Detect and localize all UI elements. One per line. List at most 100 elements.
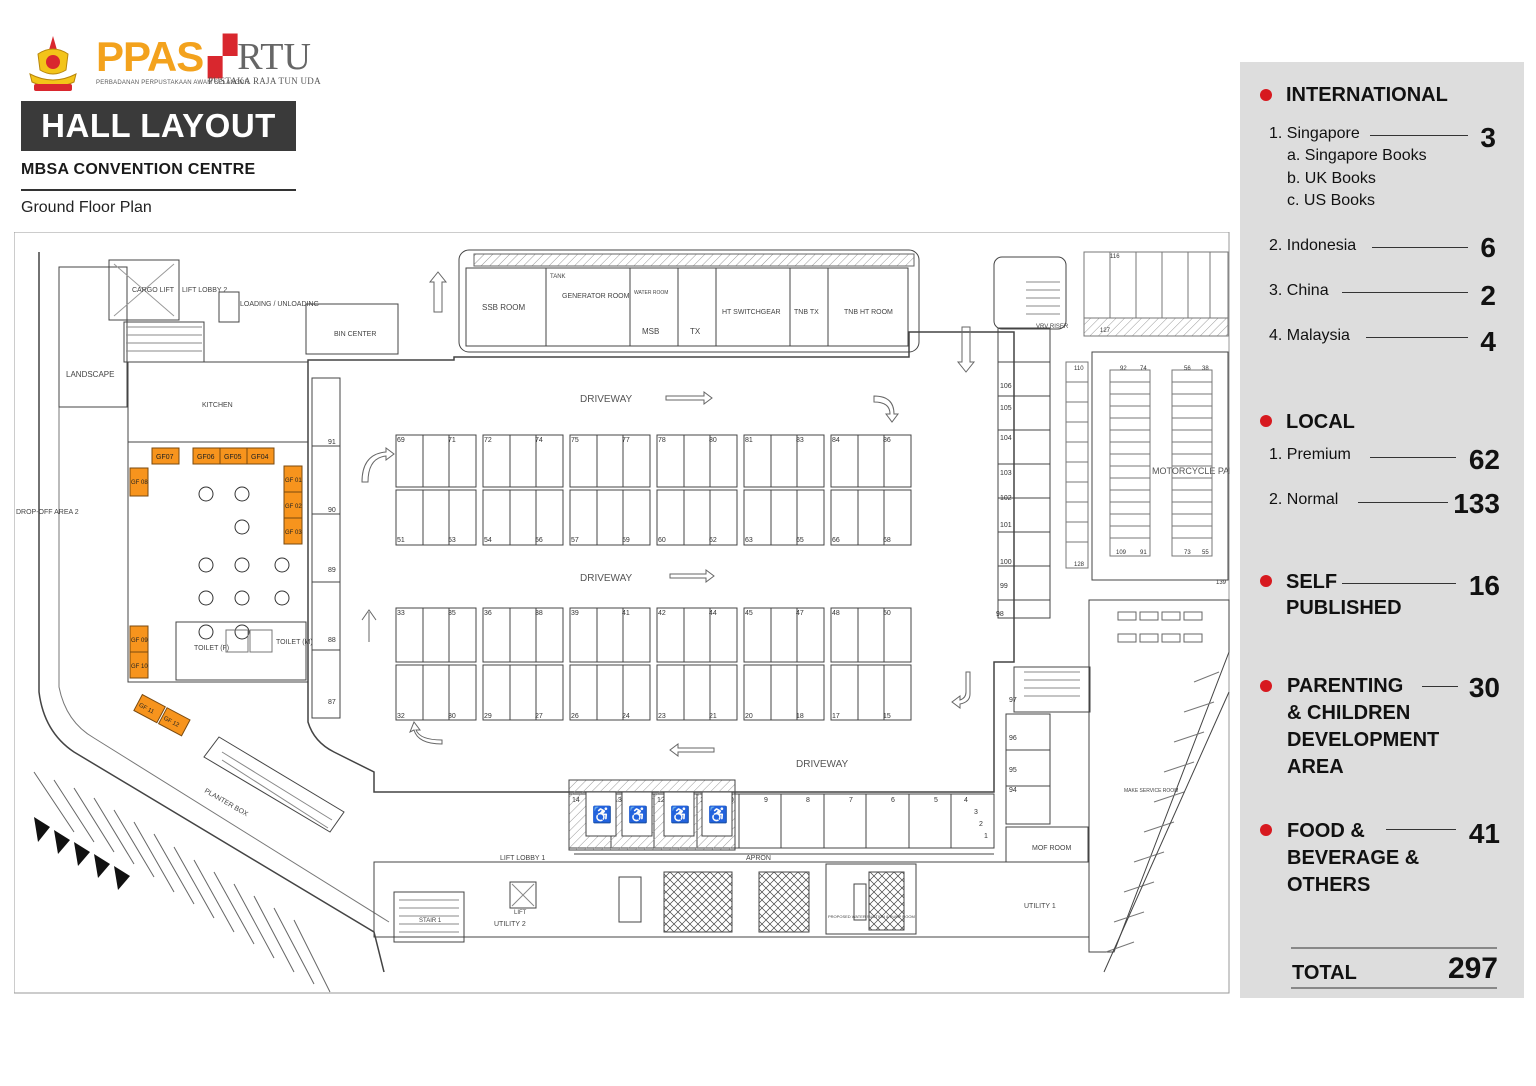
left-road-stripes xyxy=(33,771,331,993)
kitchen-label: KITCHEN xyxy=(202,402,233,409)
booth-number: 4 xyxy=(964,797,968,804)
dropoff-label: DROP-OFF AREA 2 xyxy=(16,509,79,516)
booth-number: 17 xyxy=(832,713,840,720)
left-perimeter xyxy=(38,252,385,973)
food-count: 41 xyxy=(1468,818,1500,849)
leader-line xyxy=(1370,457,1456,458)
booth-gf06: GF06 xyxy=(197,454,215,461)
moto-numbers: 110 92 74 56 38 109 91 73 55 116 127 128… xyxy=(1074,254,1227,586)
intl-count-indonesia: 6 xyxy=(1480,232,1496,263)
booth-number: 100 xyxy=(1000,559,1012,566)
intl-item-singapore: 1. Singapore xyxy=(1269,125,1360,142)
booth-number: 78 xyxy=(658,437,666,444)
intl-count-malaysia: 4 xyxy=(1480,326,1496,357)
accessible-parking: ♿ ♿ ♿ ♿ xyxy=(568,779,736,851)
booth-number: 87 xyxy=(328,699,336,706)
booth-number: 48 xyxy=(832,610,840,617)
booth-number: 7 xyxy=(849,797,853,804)
tank-label: TANK xyxy=(550,274,566,280)
booth-number: 105 xyxy=(1000,405,1012,412)
booth-number: 8 xyxy=(806,797,810,804)
msb-label: MSB xyxy=(642,327,659,336)
mof-label: MOF ROOM xyxy=(1032,845,1071,852)
booth-number: 101 xyxy=(1000,522,1012,529)
intl-sub-uk-books: b. UK Books xyxy=(1287,170,1376,187)
booth-number: 29 xyxy=(484,713,492,720)
main-hall-outline xyxy=(307,331,1015,793)
booth-number: 50 xyxy=(883,610,891,617)
triangle-markers xyxy=(34,817,130,890)
booth-number: 41 xyxy=(622,610,630,617)
service-room-label: MAKE SERVICE ROOM xyxy=(1124,788,1178,794)
booth-number: 74 xyxy=(1140,366,1147,372)
planter-label: PLANTER BOX xyxy=(203,788,249,819)
booth-number: 1 xyxy=(984,833,988,840)
total-label: TOTAL xyxy=(1292,962,1357,984)
booth-number: 94 xyxy=(1009,787,1017,794)
booth-number: 128 xyxy=(1074,562,1085,568)
section-parenting-line3: DEVELOPMENT xyxy=(1287,729,1440,751)
booth-gf08: GF 08 xyxy=(131,480,148,486)
booth-gf05: GF05 xyxy=(224,454,242,461)
booth-number: 53 xyxy=(448,537,456,544)
booth-number: 26 xyxy=(571,713,579,720)
tnb-ht-label: TNB HT ROOM xyxy=(844,309,893,316)
bin-center-label: BIN CENTER xyxy=(334,331,376,338)
intl-count-china: 2 xyxy=(1480,280,1496,311)
local-count-premium: 62 xyxy=(1468,444,1500,475)
bullet-icon xyxy=(1260,824,1272,836)
driveway-label-1: DRIVEWAY xyxy=(580,394,633,405)
wheelchair-icon: ♿ xyxy=(670,805,690,824)
page-title: HALL LAYOUT xyxy=(21,101,296,151)
section-parenting-line1: PARENTING xyxy=(1287,675,1404,697)
parenting-count: 30 xyxy=(1468,672,1500,703)
booth-number: 89 xyxy=(328,567,336,574)
rtu-subtitle: PUSTAKA RAJA TUN UDA xyxy=(208,76,321,86)
booth-number: 81 xyxy=(745,437,753,444)
toilet-m-label: TOILET (M) xyxy=(276,639,313,646)
ht-switchgear-label: HT SWITCHGEAR xyxy=(722,309,781,316)
utility-rooms xyxy=(465,267,909,347)
vrv-riser-label: VRV RISER xyxy=(1036,324,1069,330)
lift-label: LIFT xyxy=(514,910,527,916)
booth-number: 62 xyxy=(709,537,717,544)
utility1-label: UTILITY 1 xyxy=(1024,903,1056,910)
booth-number: 5 xyxy=(934,797,938,804)
leader-line xyxy=(1386,829,1456,830)
booth-number: 96 xyxy=(1009,735,1017,742)
leader-line xyxy=(1342,583,1456,584)
cargo-lift-label: CARGO LIFT xyxy=(132,287,175,294)
ppas-subtitle: PERBADANAN PERPUSTAKAAN AWAM SELANGOR xyxy=(96,80,250,86)
booth-number: 35 xyxy=(448,610,456,617)
ppas-wordmark: PPAS xyxy=(96,33,204,80)
booth-summary-panel: INTERNATIONAL 1. Singapore 3 a. Singapor… xyxy=(1240,62,1524,998)
tnb-tx-label: TNB TX xyxy=(794,309,819,316)
booth-grid xyxy=(311,327,1051,849)
service-corridor xyxy=(1088,599,1230,953)
booth-number: 106 xyxy=(1000,383,1012,390)
rtu-wordmark: RTU xyxy=(237,36,311,78)
planter-box: PLANTER BOX xyxy=(203,736,345,833)
section-parenting-line2: & CHILDREN xyxy=(1287,702,1411,724)
fnb-booths: GF07 GF06 GF05 GF04 GF 08 GF 01 GF 02 GF… xyxy=(129,447,303,737)
section-international: INTERNATIONAL xyxy=(1286,84,1448,106)
local-item-premium: 1. Premium xyxy=(1269,446,1351,463)
booth-number: 2 xyxy=(979,821,983,828)
booth-number: 63 xyxy=(745,537,753,544)
landscape-label: LANDSCAPE xyxy=(66,370,114,379)
intl-count-singapore: 3 xyxy=(1480,122,1496,153)
booth-number: 20 xyxy=(745,713,753,720)
ssb-room-label: SSB ROOM xyxy=(482,303,525,312)
booth-number: 3 xyxy=(974,809,978,816)
booth-number: 32 xyxy=(397,713,405,720)
booth-number: 109 xyxy=(1116,550,1127,556)
bullet-icon xyxy=(1260,415,1272,427)
booth-number: 30 xyxy=(448,713,456,720)
rtu-logo: ▞RTU PUSTAKA RAJA TUN UDA xyxy=(208,36,321,86)
intl-item-malaysia: 4. Malaysia xyxy=(1269,327,1350,344)
booth-number: 72 xyxy=(484,437,492,444)
booth-number: 102 xyxy=(1000,495,1012,502)
booth-number: 6 xyxy=(891,797,895,804)
booth-number: 15 xyxy=(883,713,891,720)
